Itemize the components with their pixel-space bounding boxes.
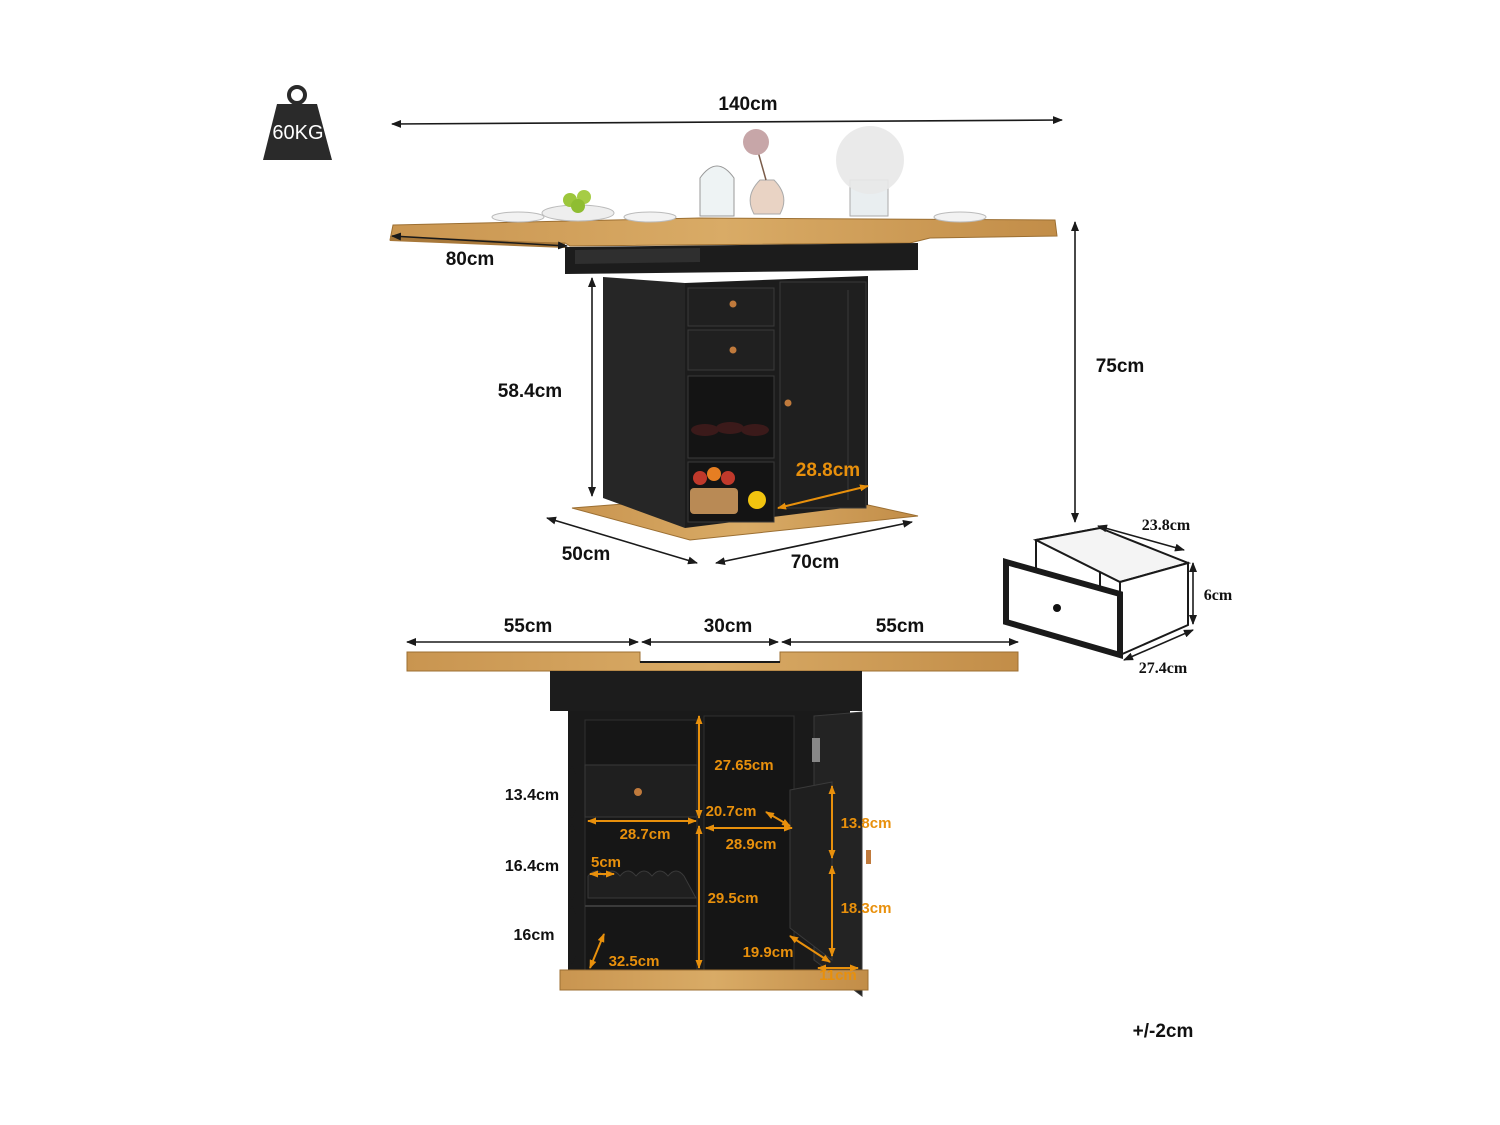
bottom-height-label: 16cm [514, 927, 555, 944]
drawer-width-front-label: 28.7cm [620, 826, 671, 843]
wine-bottles [691, 422, 769, 436]
inner-depth-label: 20.7cm [706, 803, 757, 820]
width-label: 140cm [718, 94, 777, 115]
depth-label: 80cm [446, 249, 495, 270]
door-lower-label: 18.3cm [841, 900, 892, 917]
drawer-depth-label: 27.4cm [1139, 660, 1188, 677]
column-height-label: 58.4cm [498, 381, 562, 402]
base-width-label: 70cm [791, 552, 840, 573]
drawer-height-front-label: 13.4cm [505, 787, 559, 804]
rack-height-label: 16.4cm [505, 858, 559, 875]
tolerance-label: +/-2cm [1133, 1021, 1194, 1042]
front-orange-dimension-lines [587, 715, 859, 972]
front-view-table [406, 638, 1019, 997]
right-leaf-label: 55cm [876, 616, 925, 637]
door-depth-label: 19.9cm [743, 944, 794, 961]
height-label: 75cm [1096, 356, 1145, 377]
top-dimension-lines [391, 116, 1079, 566]
base-shelf-label: 32.5cm [609, 953, 660, 970]
shelf-width-label: 28.8cm [796, 460, 860, 481]
tabletop-decor [491, 126, 987, 223]
center-width-label: 28.9cm [726, 836, 777, 853]
left-leaf-label: 55cm [504, 616, 553, 637]
flower-basket [690, 467, 766, 514]
weight-icon: 60KG [263, 85, 332, 160]
drawer-width-label: 23.8cm [1142, 517, 1191, 534]
weight-label: 60KG [272, 122, 323, 144]
door-shelf-label: 11cm [819, 967, 857, 984]
base-depth-label: 50cm [562, 544, 611, 565]
center-label: 30cm [704, 616, 753, 637]
perspective-table [389, 126, 1058, 541]
bottle-slot-label: 5cm [591, 854, 621, 871]
door-upper-label: 13.8cm [841, 815, 892, 832]
center-upper-label: 27.65cm [714, 757, 773, 774]
drawer-height-label: 6cm [1204, 587, 1233, 604]
drawer-diagram [1003, 524, 1197, 661]
center-lower-label: 29.5cm [708, 890, 759, 907]
